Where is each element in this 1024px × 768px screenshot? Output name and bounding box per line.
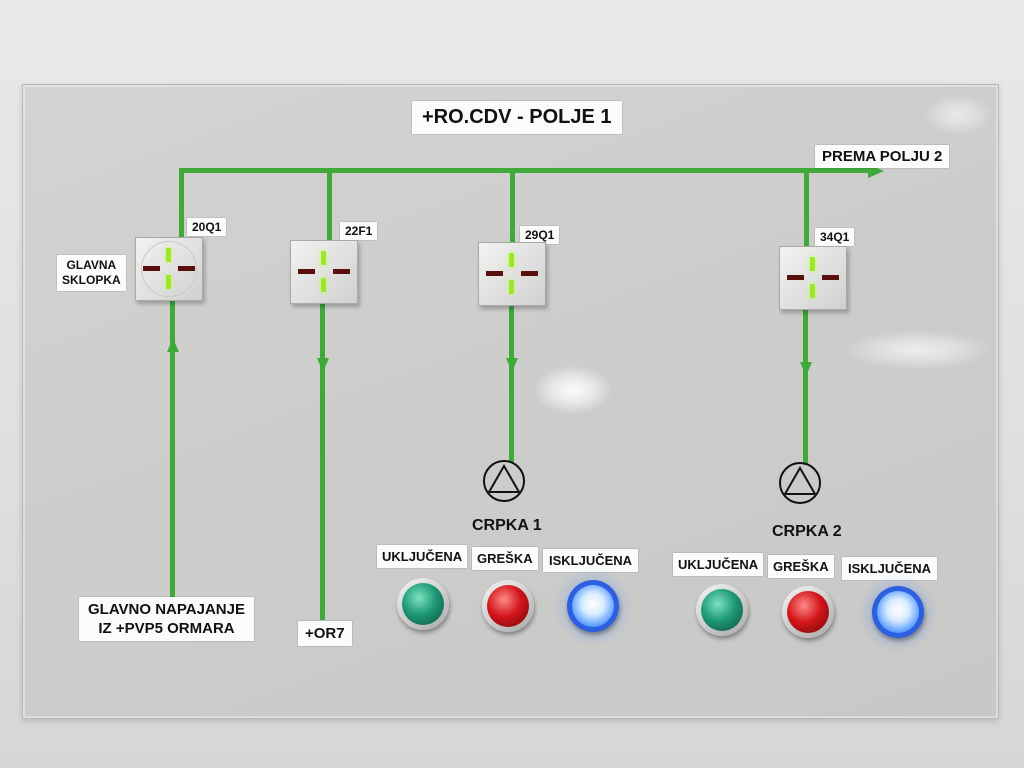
main-switch-label: GLAVNA SKLOPKA bbox=[57, 255, 126, 291]
supply-label-line1: GLAVNO NAPAJANJE bbox=[88, 601, 245, 618]
drop-29q1 bbox=[510, 168, 515, 242]
switch-bar-left bbox=[787, 275, 804, 280]
pump1-fault-label: GREŠKA bbox=[472, 547, 538, 570]
switch-tag-29q1: 29Q1 bbox=[520, 226, 560, 244]
supply-label-line2: IZ +PVP5 ORMARA bbox=[98, 620, 235, 637]
pump1-on-lamp[interactable] bbox=[402, 583, 444, 625]
branch-label: +OR7 bbox=[298, 621, 352, 646]
pump1-symbol bbox=[483, 460, 525, 502]
switch-indicator-bottom bbox=[166, 275, 171, 289]
light-reflection bbox=[923, 95, 993, 135]
supply-line bbox=[170, 300, 175, 597]
drop-34q1 bbox=[804, 168, 809, 246]
pump2-line bbox=[803, 305, 808, 465]
switch-indicator-bottom bbox=[321, 278, 326, 292]
pump2-off-label: ISKLJUČENA bbox=[842, 557, 938, 580]
pump2-fault-lamp[interactable] bbox=[787, 591, 829, 633]
drop-22f1 bbox=[327, 168, 332, 240]
switch-indicator-top bbox=[166, 248, 171, 262]
switch-20q1[interactable] bbox=[135, 237, 203, 301]
switch-tag-34q1: 34Q1 bbox=[815, 228, 855, 246]
pump1-on-label: UKLJUČENA bbox=[377, 545, 468, 568]
panel-title: +RO.CDV - POLJE 1 bbox=[412, 101, 622, 134]
pump1-off-label: ISKLJUČENA bbox=[543, 549, 639, 572]
switch-bar-left bbox=[486, 271, 503, 276]
switch-34q1[interactable] bbox=[779, 246, 847, 310]
pump2-symbol bbox=[779, 462, 821, 504]
pump1-arrow bbox=[506, 358, 518, 372]
switch-bar-left bbox=[143, 266, 160, 271]
bus-label: PREMA POLJU 2 bbox=[815, 145, 950, 168]
pump1-line bbox=[509, 302, 514, 462]
drop-20q1 bbox=[179, 168, 184, 240]
switch-29q1[interactable] bbox=[478, 242, 546, 306]
switch-indicator-top bbox=[321, 251, 326, 265]
switch-bar-right bbox=[521, 271, 538, 276]
switch-bar-right bbox=[178, 266, 195, 271]
switch-tag-22f1: 22F1 bbox=[340, 222, 378, 240]
switch-tag-20q1: 20Q1 bbox=[187, 218, 227, 236]
main-switch-label-line2: SKLOPKA bbox=[62, 273, 121, 287]
pump-triangle-icon bbox=[487, 463, 521, 493]
or7-arrow bbox=[317, 358, 329, 372]
pump-triangle-icon bbox=[783, 465, 817, 495]
pump1-off-lamp[interactable] bbox=[572, 585, 614, 627]
pump2-fault-label: GREŠKA bbox=[768, 555, 834, 578]
supply-label: GLAVNO NAPAJANJE IZ +PVP5 ORMARA bbox=[79, 597, 254, 641]
switch-bar-right bbox=[333, 269, 350, 274]
pump2-off-lamp[interactable] bbox=[877, 591, 919, 633]
switch-indicator-bottom bbox=[509, 280, 514, 294]
light-reflection bbox=[533, 365, 613, 415]
pump2-name: CRPKA 2 bbox=[772, 523, 842, 540]
or7-line bbox=[320, 302, 325, 620]
supply-arrow bbox=[167, 338, 179, 352]
switch-indicator-top bbox=[810, 257, 815, 271]
bus-line bbox=[179, 168, 869, 173]
pump2-on-label: UKLJUČENA bbox=[673, 553, 764, 576]
pump2-arrow bbox=[800, 362, 812, 376]
switch-ring bbox=[141, 241, 197, 297]
light-reflection bbox=[843, 330, 993, 370]
pump2-on-lamp[interactable] bbox=[701, 589, 743, 631]
switch-indicator-top bbox=[509, 253, 514, 267]
switch-22f1[interactable] bbox=[290, 240, 358, 304]
switch-bar-right bbox=[822, 275, 839, 280]
pump1-fault-lamp[interactable] bbox=[487, 585, 529, 627]
pump1-name: CRPKA 1 bbox=[472, 517, 542, 534]
main-switch-label-line1: GLAVNA bbox=[66, 258, 117, 272]
switch-bar-left bbox=[298, 269, 315, 274]
switch-indicator-bottom bbox=[810, 284, 815, 298]
